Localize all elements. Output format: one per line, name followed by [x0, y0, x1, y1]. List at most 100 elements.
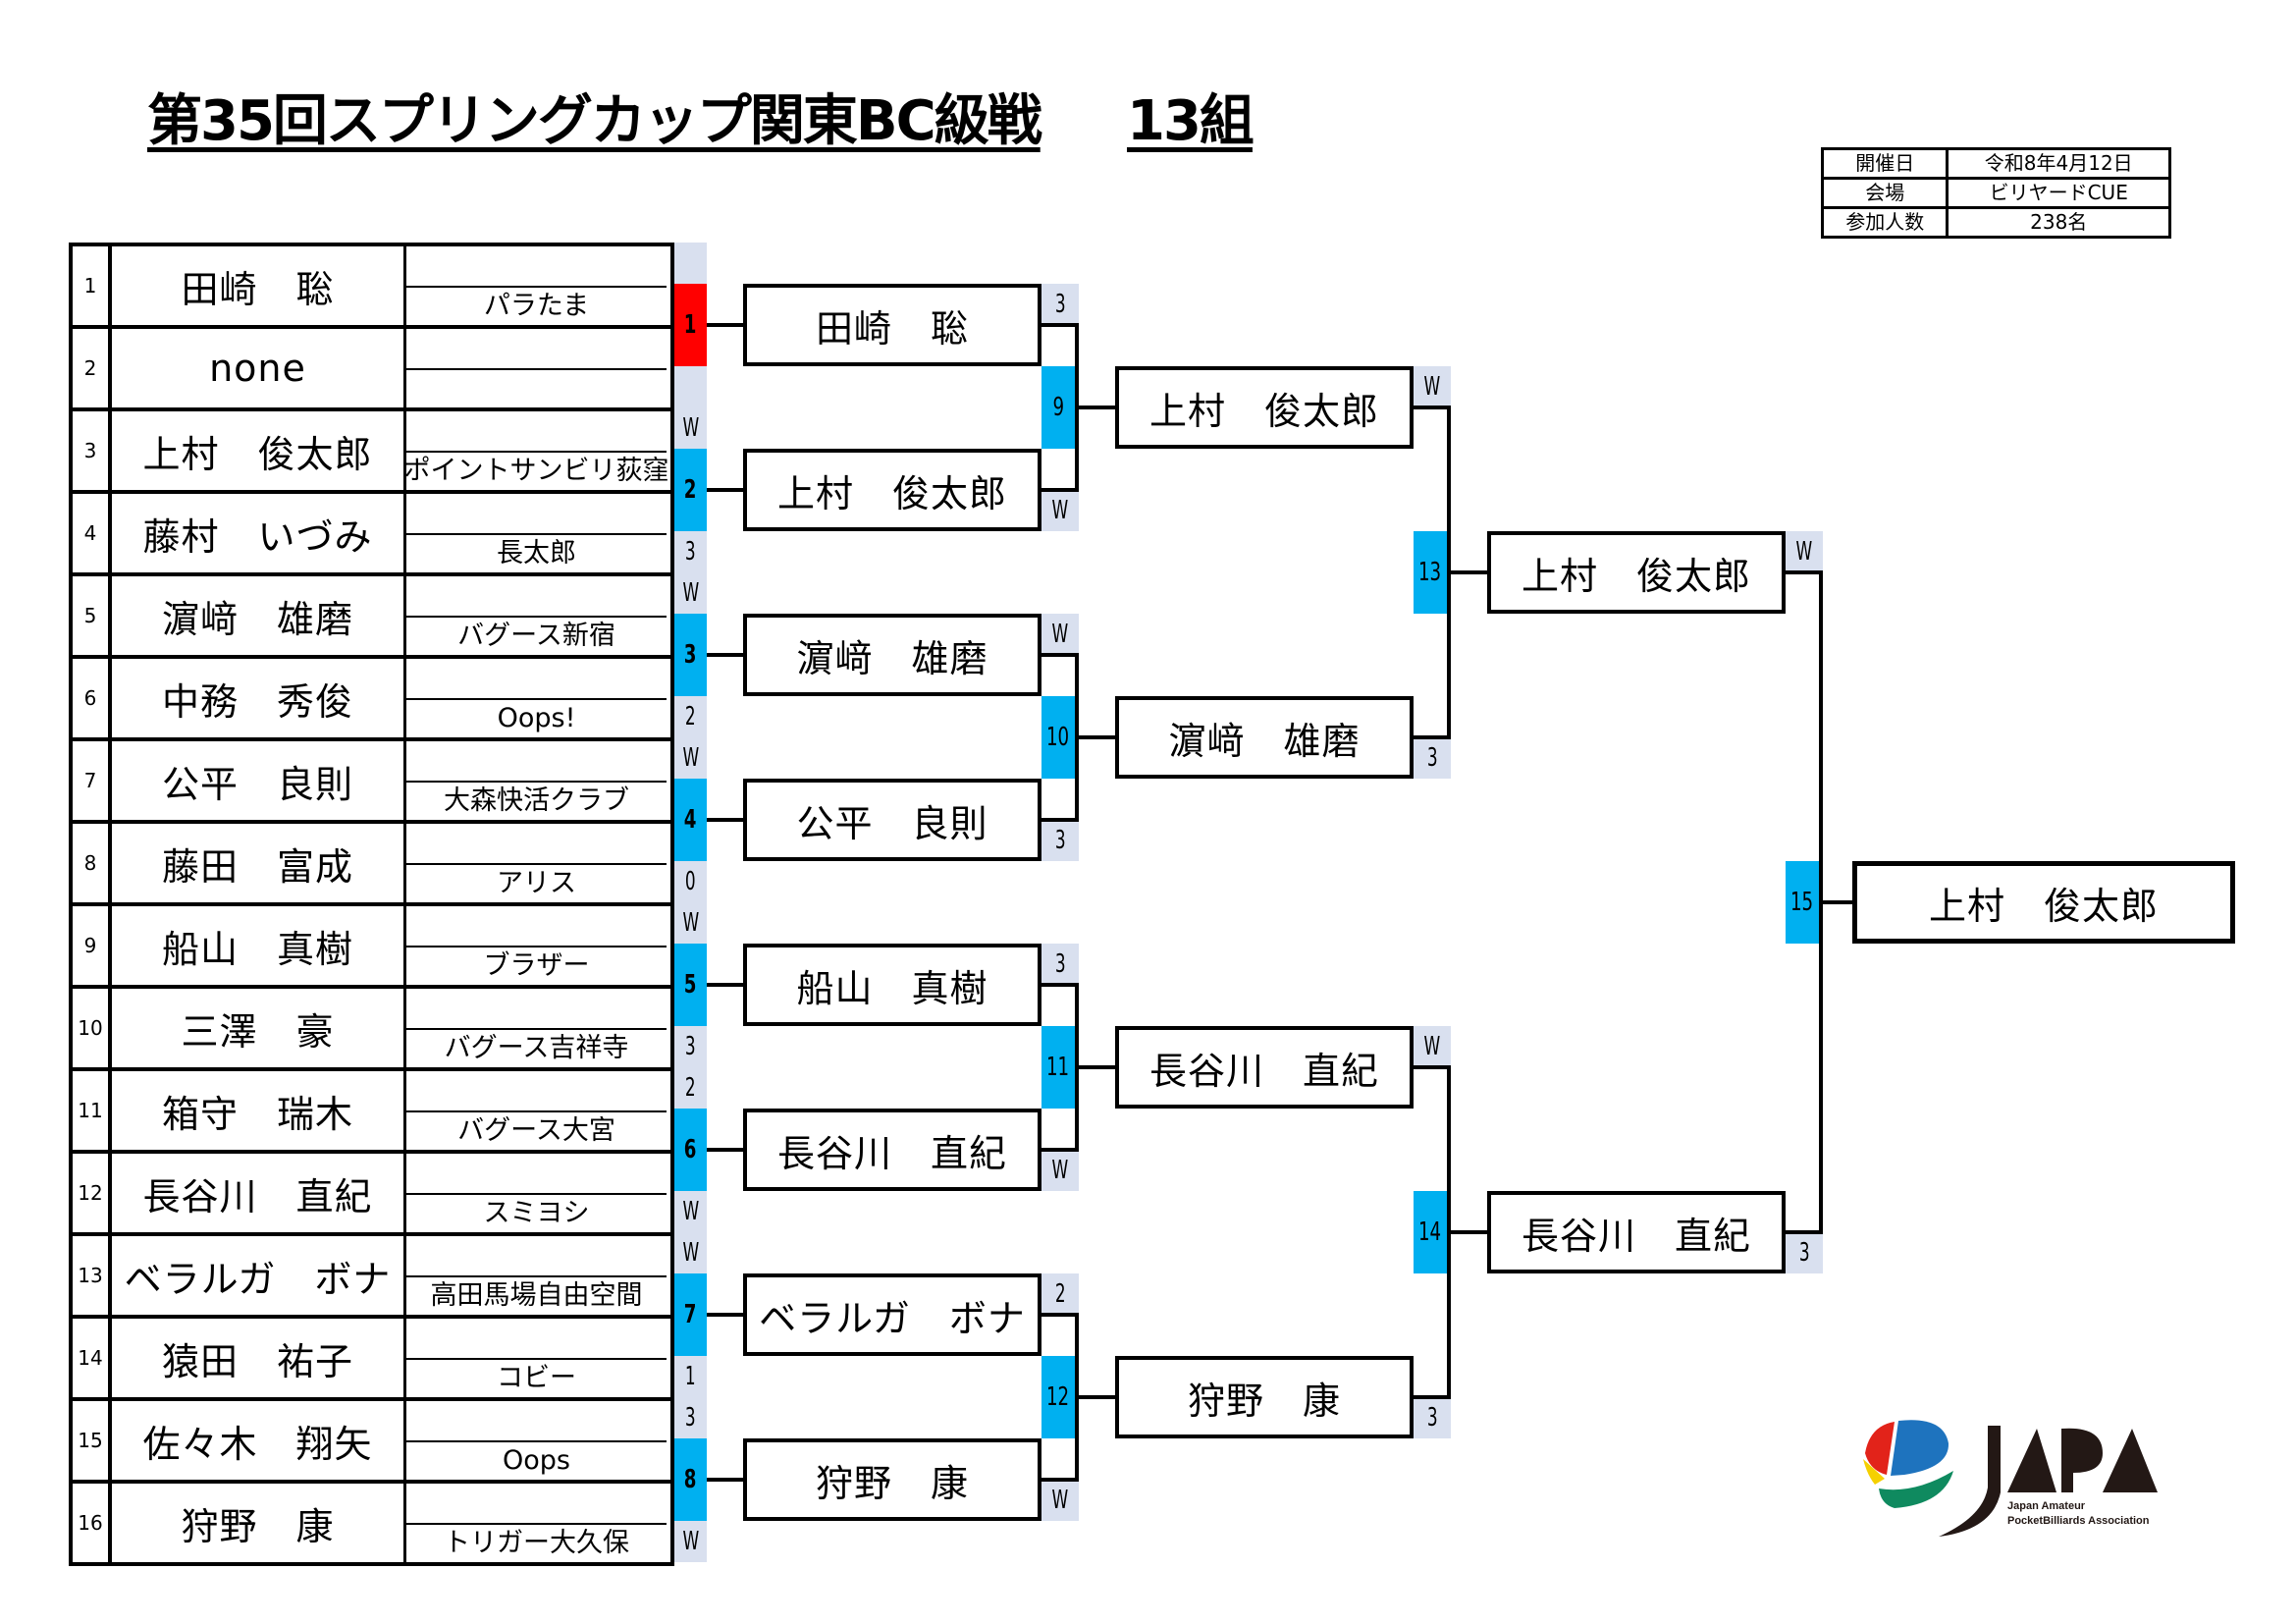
connector-line: [1075, 323, 1079, 492]
match-number: 8: [674, 1438, 707, 1521]
match-number: 1: [674, 284, 707, 366]
winner-box: 狩野 康: [743, 1438, 1041, 1521]
player-score: [674, 366, 707, 407]
player-score: W: [674, 407, 707, 449]
match-number: 6: [674, 1109, 707, 1191]
connector-line: [707, 488, 745, 492]
connector-line: [1447, 406, 1451, 739]
player-club: バグース大宮: [406, 1110, 667, 1150]
match-number: 9: [1041, 366, 1075, 449]
score-value: 3: [1054, 290, 1066, 319]
winner-box: 長谷川 直紀: [743, 1109, 1041, 1191]
player-score: 2: [674, 696, 707, 737]
logo-line2: PocketBilliards Association: [2007, 1515, 2150, 1527]
score-value: 3: [685, 537, 696, 567]
connector-line: [1041, 1478, 1079, 1482]
seed-number: 13: [73, 1236, 112, 1315]
match-number: 15: [1786, 861, 1819, 944]
score-value: 3: [1054, 826, 1066, 855]
score-value: 3: [685, 1032, 696, 1061]
player-club: ポイントサンビリ荻窪: [404, 451, 669, 490]
seed-number: 6: [73, 659, 112, 737]
player-name: 箱守 瑞木: [112, 1071, 406, 1150]
connector-line: [1041, 653, 1079, 657]
seed-number: 11: [73, 1071, 112, 1150]
score-value: W: [1423, 1032, 1441, 1061]
player-score: 1: [674, 1356, 707, 1397]
seed-number: 4: [73, 494, 112, 572]
score-value: W: [682, 743, 699, 773]
info-row-date: 開催日令和8年4月12日: [1820, 147, 2171, 180]
score-value: W: [1051, 496, 1069, 525]
connector-line: [707, 323, 745, 327]
player-club: バグース吉祥寺: [406, 1028, 667, 1067]
info-value: ビリヤードCUE: [1946, 177, 2171, 209]
match-number: 11: [1041, 1026, 1075, 1109]
player-name: 田崎 聡: [112, 246, 406, 325]
match-label: 6: [684, 1135, 697, 1164]
score-value: W: [682, 1197, 699, 1226]
winner-box: 長谷川 直紀: [1487, 1191, 1786, 1273]
winner-score: W: [1041, 1480, 1079, 1521]
winner-score: W: [1041, 490, 1079, 531]
player-name: 佐々木 翔矢: [112, 1401, 406, 1480]
connector-line: [1414, 1065, 1451, 1069]
seed-number: 1: [73, 246, 112, 325]
score-value: 1: [685, 1362, 696, 1391]
seed-number: 14: [73, 1319, 112, 1397]
score-value: W: [682, 1527, 699, 1556]
player-club: スミヨシ: [406, 1193, 667, 1232]
player-name: 中務 秀俊: [112, 659, 406, 737]
seed-number: 8: [73, 824, 112, 902]
match-number: 3: [674, 614, 707, 696]
winner-box: 長谷川 直紀: [1115, 1026, 1414, 1109]
score-value: 0: [685, 867, 696, 896]
info-value: 238名: [1946, 206, 2171, 239]
match-label: 8: [684, 1465, 697, 1494]
player-score: 3: [674, 1026, 707, 1067]
seed-number: 7: [73, 741, 112, 820]
player-name: 公平 良則: [112, 741, 406, 820]
player-score: W: [674, 1191, 707, 1232]
player-club: 長太郎: [406, 533, 667, 572]
logo-line1: Japan Amateur: [2007, 1500, 2086, 1512]
winner-box: ベラルガ ボナ: [743, 1273, 1041, 1356]
match-label: 5: [684, 970, 697, 1000]
score-value: 3: [1798, 1238, 1810, 1268]
seed-number: 15: [73, 1401, 112, 1480]
player-club: パラたま: [406, 286, 667, 325]
player-club: アリス: [406, 863, 667, 902]
score-value: 3: [685, 1403, 696, 1433]
connector-line: [1414, 1395, 1451, 1399]
match-label: 11: [1046, 1053, 1070, 1082]
connector-line: [1041, 1313, 1079, 1317]
player-club: 大森快活クラブ: [406, 781, 667, 820]
match-number: 2: [674, 449, 707, 531]
tournament-title: 第35回スプリングカップ関東BC級戦: [147, 89, 1042, 153]
player-name: 猿田 祐子: [112, 1319, 406, 1397]
winner-score: W: [1414, 366, 1451, 407]
match-number: 14: [1414, 1191, 1447, 1273]
winner-score: 3: [1041, 944, 1079, 985]
connector-line: [707, 1313, 745, 1317]
connector-line: [1041, 488, 1079, 492]
player-club: [406, 368, 667, 407]
match-label: 4: [684, 805, 697, 835]
winner-score: 3: [1414, 737, 1451, 779]
connector-line: [1075, 983, 1079, 1152]
player-name: none: [112, 329, 406, 407]
player-score: W: [674, 737, 707, 779]
winner-box: 船山 真樹: [743, 944, 1041, 1026]
match-label: 15: [1790, 888, 1814, 917]
score-value: W: [1423, 372, 1441, 402]
match-number: 7: [674, 1273, 707, 1356]
